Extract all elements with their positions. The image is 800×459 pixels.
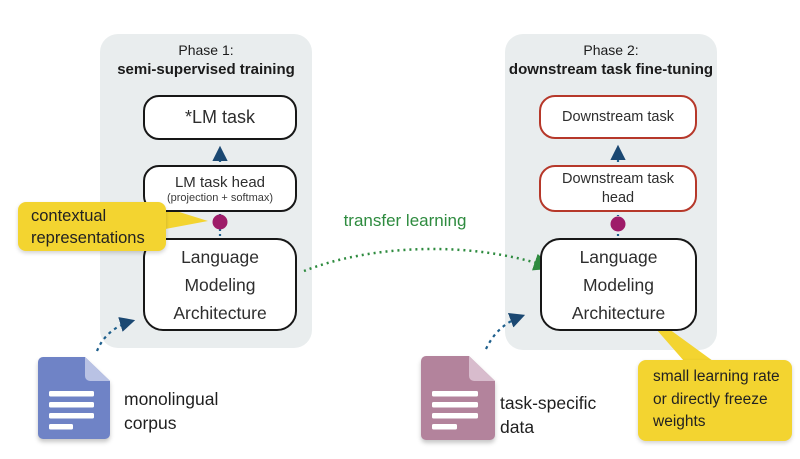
freeze-weights-callout: small learning rate or directly freeze w… <box>638 360 792 441</box>
contextual-representations-callout: contextual representations <box>18 202 166 251</box>
task-specific-data-document-icon <box>421 356 495 445</box>
monolingual-corpus-label: monolingual corpus <box>124 389 219 433</box>
phase2-title-line1: Phase 2: <box>583 42 639 58</box>
task-specific-data-label: task-specific data <box>500 393 597 437</box>
lm-task-head-box: LM task head (projection + softmax) <box>143 165 297 212</box>
architecture-label-phase1: Language Modeling Architecture <box>173 246 267 323</box>
downstream-task-head-label: Downstream task head <box>561 170 674 206</box>
phase2-title-line2: downstream task fine-tuning <box>508 61 714 78</box>
downstream-task-head-box: Downstream task head <box>539 165 697 212</box>
phase1-title-line1: Phase 1: <box>178 42 234 58</box>
architecture-label-phase2: Language Modeling Architecture <box>571 246 666 323</box>
downstream-task-label: Downstream task <box>561 109 674 125</box>
architecture-box-phase1: Language Modeling Architecture <box>143 238 297 331</box>
monolingual-corpus-document-icon <box>38 357 110 444</box>
phase1-title-line2: semi-supervised training <box>117 61 295 78</box>
phase2-title: Phase 2: downstream task fine-tuning <box>505 41 717 79</box>
lm-task-box: *LM task <box>143 95 297 140</box>
lm-task-head-label: LM task head <box>174 173 266 191</box>
downstream-task-box: Downstream task <box>539 95 697 139</box>
lm-task-head-sublabel: (projection + softmax) <box>166 191 274 204</box>
lm-task-label: *LM task <box>184 107 256 127</box>
phase1-title: Phase 1: semi-supervised training <box>100 41 312 79</box>
architecture-box-phase2: Language Modeling Architecture <box>540 238 697 331</box>
transfer-learning-label: transfer learning <box>343 211 467 230</box>
